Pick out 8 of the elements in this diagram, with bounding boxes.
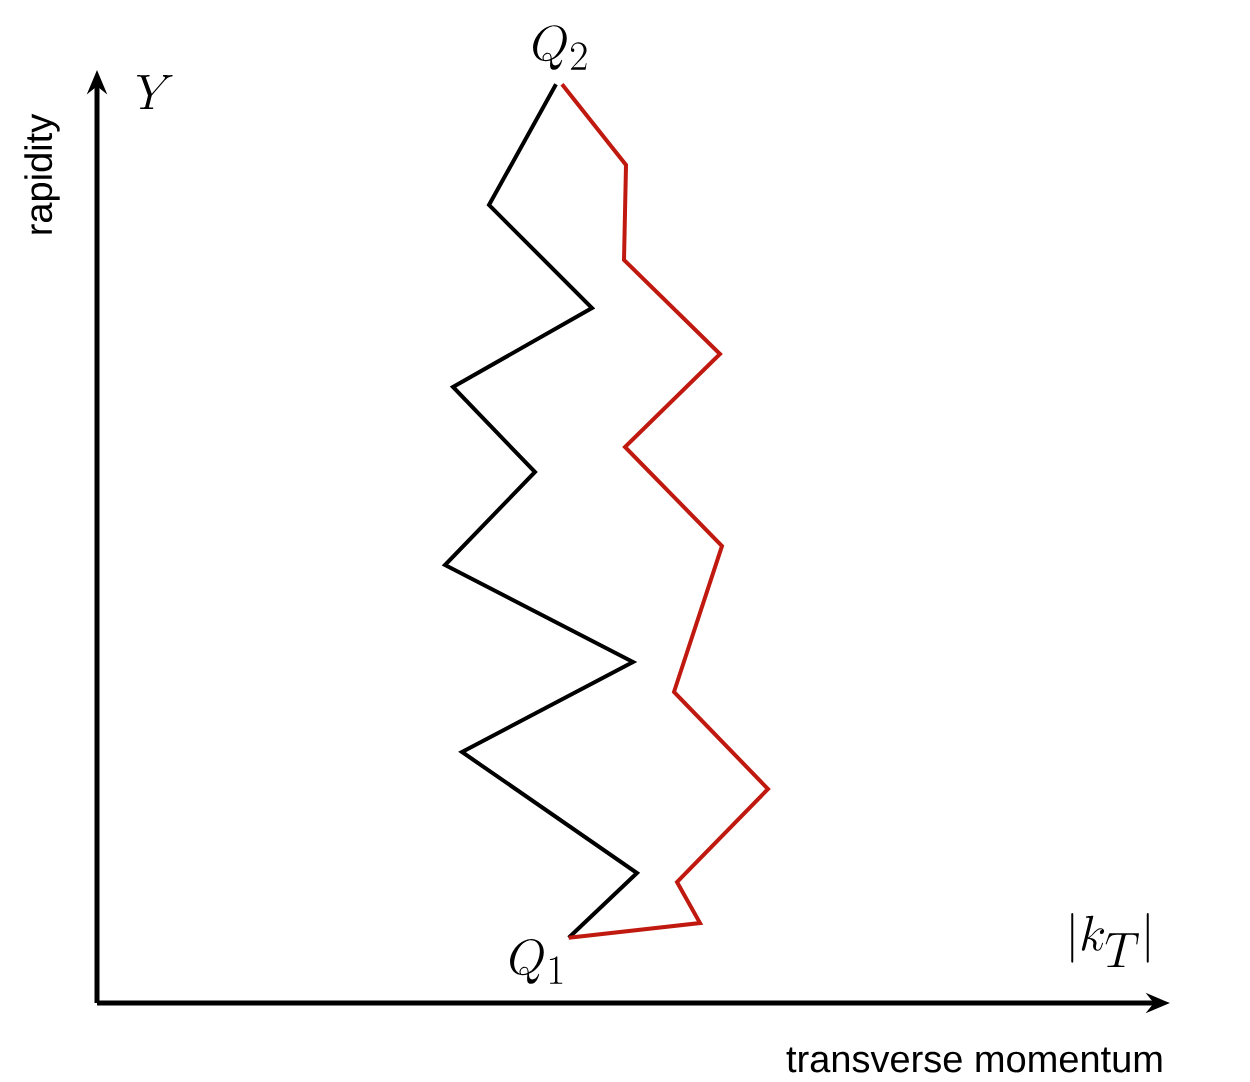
axis-title: rapidity [24, 113, 60, 234]
zigzag-path [441, 83, 641, 940]
axis-symbol: $|k_T|$ [1071, 912, 1149, 968]
axis-title: transverse momentum [786, 1047, 1162, 1073]
point-label: $Q_2$ [533, 25, 587, 70]
zigzag-path [560, 83, 771, 940]
point-label: $Q_1$ [510, 939, 563, 984]
axis-symbol: $Y$ [137, 75, 173, 109]
